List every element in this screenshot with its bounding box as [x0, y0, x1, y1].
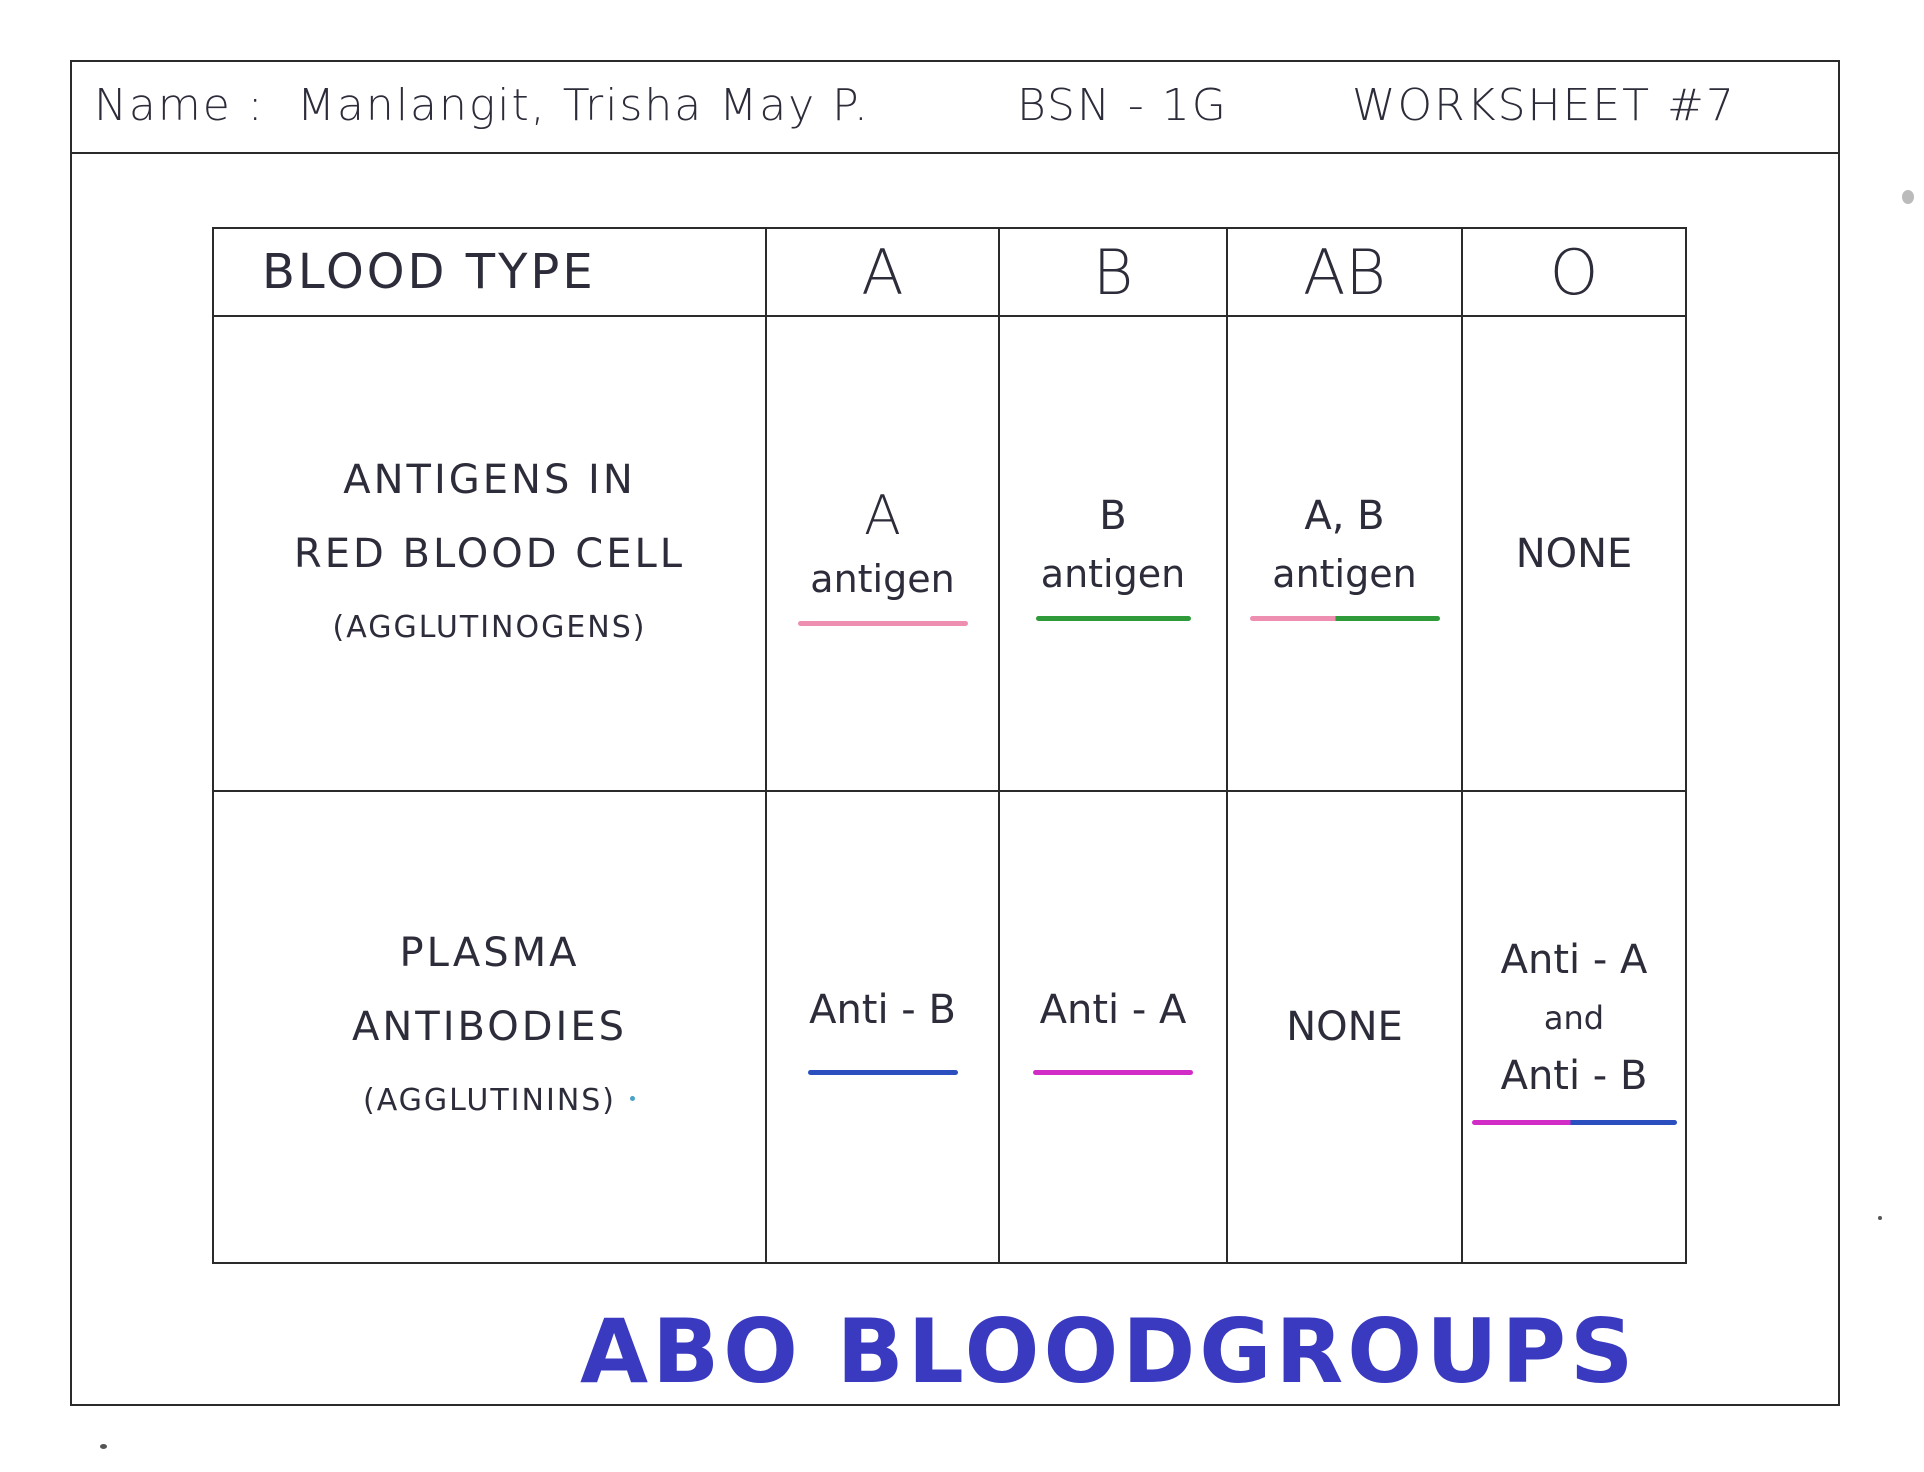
paper-speck	[100, 1444, 107, 1449]
magenta-blue-underline	[1471, 1119, 1677, 1125]
antibody-ab-line1: NONE	[1286, 1004, 1403, 1050]
blue-underline	[807, 1069, 958, 1075]
antigens-row-label: ANTIGENS IN RED BLOOD CELL (AGGLUTINOGEN…	[214, 317, 767, 792]
antigen-cell-b: B antigen	[1000, 317, 1228, 792]
worksheet-title: ABO BLOODGROUPS	[580, 1300, 1638, 1403]
antigen-cell-a: A antigen	[767, 317, 1000, 792]
blood-type-table: BLOOD TYPE A B AB O ANTIGENS IN RED BLOO…	[212, 227, 1687, 1264]
antibodies-label-line1: PLASMA	[399, 930, 580, 976]
antibody-cell-b: Anti - A	[1000, 792, 1228, 1262]
header-type-b: B	[1000, 229, 1228, 317]
antibody-o-line1: Anti - A	[1500, 936, 1648, 983]
student-name: Manlangit, Trisha May P.	[297, 80, 870, 131]
magenta-underline	[1033, 1069, 1193, 1075]
header-blood-type: BLOOD TYPE	[214, 229, 767, 317]
name-label: Name :	[94, 80, 265, 131]
antigen-a-main: A	[864, 484, 901, 547]
antibody-cell-ab: NONE	[1228, 792, 1463, 1262]
antigen-o-main: NONE	[1515, 530, 1633, 577]
antibodies-row-label: PLASMA ANTIBODIES (AGGLUTININS)	[214, 792, 767, 1262]
pink-underline	[797, 621, 968, 626]
worksheet-number: WORKSHEET #7	[1352, 80, 1736, 131]
antigens-label-line2: RED BLOOD CELL	[293, 530, 686, 577]
paper-speck	[630, 1096, 635, 1101]
antigens-label-line3: (AGGLUTINOGENS)	[332, 609, 647, 645]
antibody-cell-o: Anti - A and Anti - B	[1463, 792, 1685, 1262]
antibodies-label-line3: (AGGLUTININS)	[362, 1083, 617, 1118]
paper-speck	[1878, 1216, 1882, 1220]
antibody-a-line1: Anti - B	[809, 986, 956, 1033]
antigen-b-sub: antigen	[1040, 552, 1186, 596]
worksheet-header: Name : Manlangit, Trisha May P. BSN - 1G…	[72, 62, 1838, 154]
paper-speck	[1902, 190, 1914, 204]
antibody-o-line2: and	[1543, 998, 1605, 1037]
antibody-cell-a: Anti - B	[767, 792, 1000, 1262]
pink-green-underline	[1249, 616, 1440, 621]
antigens-label-line1: ANTIGENS IN	[343, 456, 636, 503]
antigen-cell-o: NONE	[1463, 317, 1685, 792]
worksheet-sheet: Name : Manlangit, Trisha May P. BSN - 1G…	[70, 60, 1840, 1406]
header-type-o: O	[1463, 229, 1685, 317]
antibodies-label-line2: ANTIBODIES	[352, 1004, 627, 1050]
antigen-a-sub: antigen	[810, 557, 955, 601]
header-type-ab: AB	[1228, 229, 1463, 317]
antigen-cell-ab: A, B antigen	[1228, 317, 1463, 792]
green-underline	[1035, 616, 1191, 621]
antigen-ab-sub: antigen	[1272, 552, 1417, 596]
antigen-b-main: B	[1099, 493, 1127, 539]
antibody-o-line3: Anti - B	[1500, 1052, 1648, 1099]
antibody-b-line1: Anti - A	[1039, 986, 1187, 1033]
section-label: BSN - 1G	[1017, 80, 1228, 131]
antigen-ab-main: A, B	[1304, 493, 1385, 539]
header-type-a: A	[767, 229, 1000, 317]
